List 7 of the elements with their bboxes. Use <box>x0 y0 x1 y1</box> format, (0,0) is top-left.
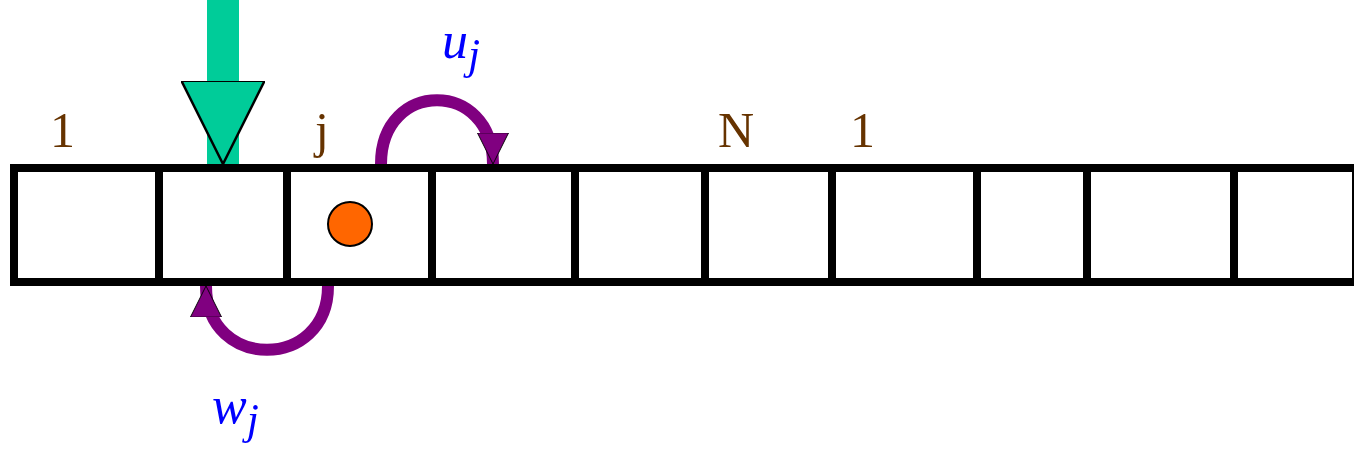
particle <box>327 201 373 247</box>
hop-arrow <box>193 285 334 356</box>
hop-arrow <box>375 94 506 165</box>
site-index: N <box>718 105 755 155</box>
site-index: 1 <box>850 105 875 155</box>
site-index: 1 <box>50 105 75 155</box>
injection-arrow <box>180 0 266 166</box>
